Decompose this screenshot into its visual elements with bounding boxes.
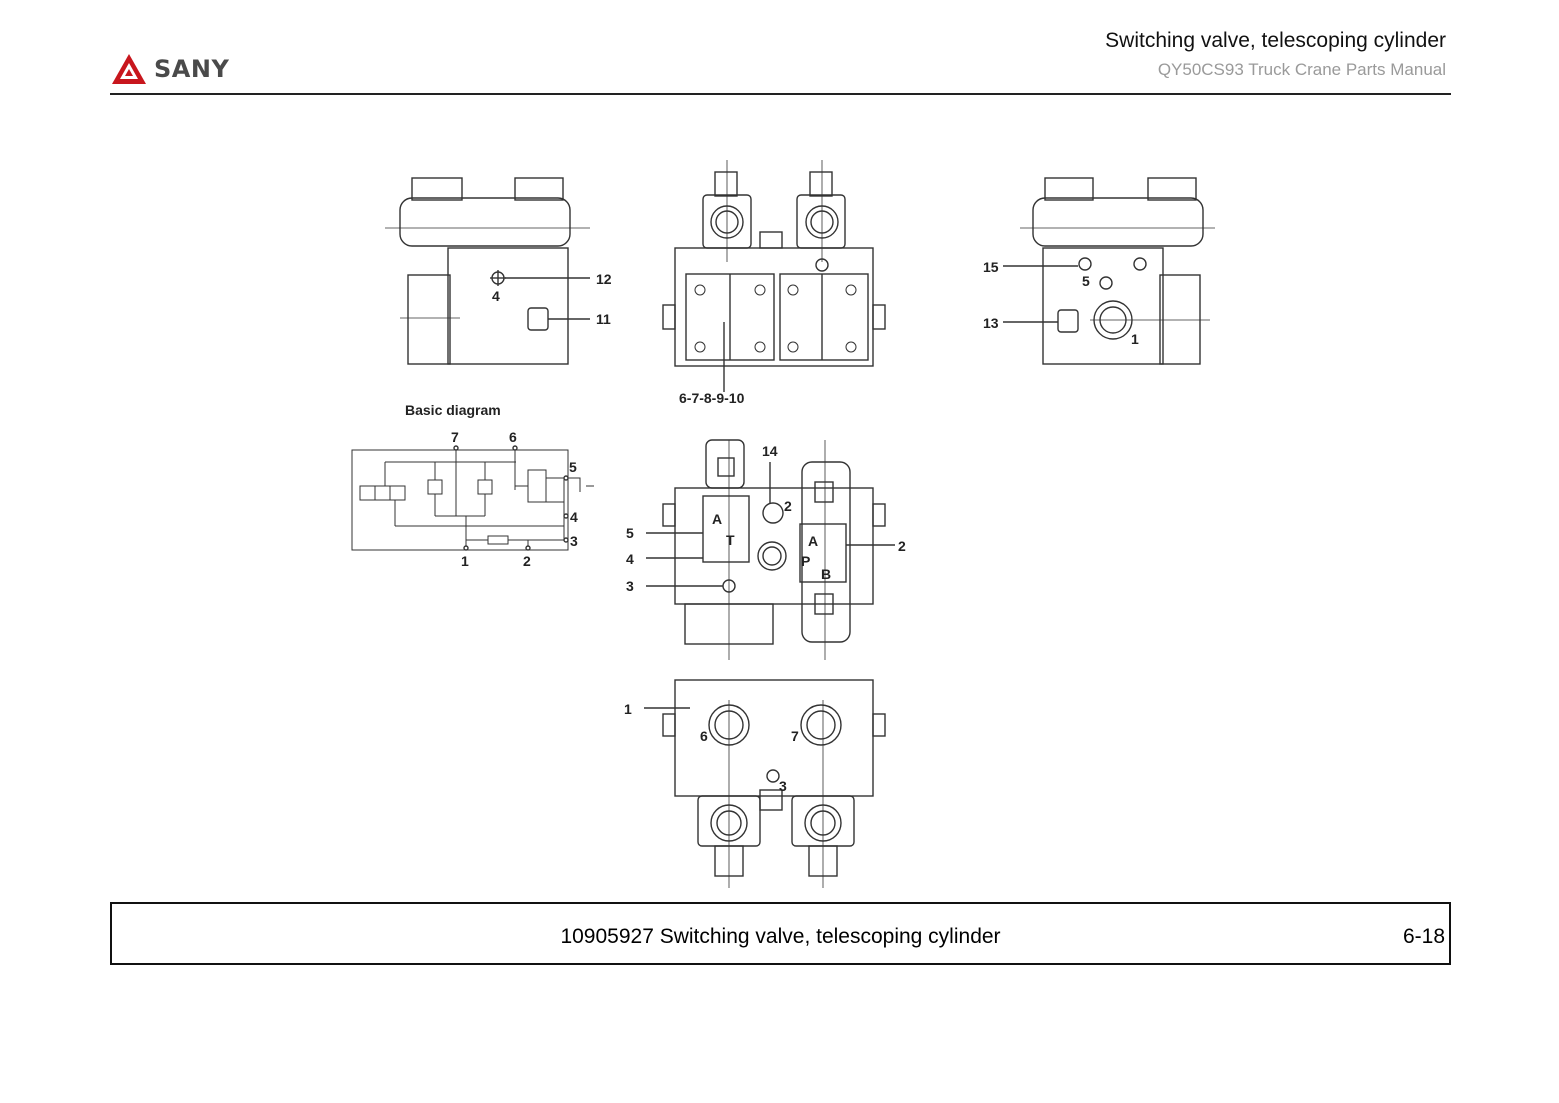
view-side-right: 15 5 13 1	[983, 177, 1215, 365]
port-label-p: P	[801, 553, 810, 569]
callout-3: 3	[626, 578, 634, 594]
callout-5: 5	[1082, 273, 1090, 289]
view-side-left: 12 4 11	[385, 177, 612, 365]
schematic-port-4: 4	[570, 509, 578, 525]
view-top: 6-7-8-9-10	[662, 160, 886, 406]
callout-4: 4	[492, 288, 500, 304]
callout-6: 6	[700, 728, 708, 744]
header-divider	[110, 93, 1451, 95]
callout-2-upper: 2	[784, 498, 792, 514]
brand-name: SANY	[154, 55, 230, 83]
basic-diagram-title: Basic diagram	[405, 402, 501, 418]
schematic-port-2: 2	[523, 553, 531, 569]
sany-logo-mark	[112, 54, 146, 84]
schematic-port-1: 1	[461, 553, 469, 569]
schematic-port-5: 5	[569, 459, 577, 475]
view-front: 14 2 5 4 3 2 A T A P B	[626, 439, 906, 660]
port-label-b: B	[821, 566, 831, 582]
callout-3: 3	[779, 778, 787, 794]
view-schematic: Basic diagram 7 6 5 4	[351, 402, 594, 569]
page-number: 6-18	[1402, 925, 1445, 948]
callout-13: 13	[983, 315, 999, 331]
callout-2-right: 2	[898, 538, 906, 554]
callout-1: 1	[624, 701, 632, 717]
callout-4: 4	[626, 551, 634, 567]
manual-subtitle: QY50CS93 Truck Crane Parts Manual	[1157, 60, 1446, 79]
sany-logo: SANY	[110, 52, 229, 86]
schematic-port-7: 7	[451, 429, 459, 445]
callout-7: 7	[791, 728, 799, 744]
page-title: Switching valve, telescoping cylinder	[1105, 29, 1446, 52]
callout-14: 14	[762, 443, 778, 459]
caption-box: 10905927 Switching valve, telescoping cy…	[110, 902, 1451, 965]
schematic-port-3: 3	[570, 533, 578, 549]
callout-12: 12	[596, 271, 612, 287]
port-label-a-right: A	[808, 533, 818, 549]
callout-11: 11	[596, 311, 611, 327]
callout-1: 1	[1131, 331, 1139, 347]
port-label-a-left: A	[712, 511, 722, 527]
port-label-t: T	[726, 532, 735, 548]
view-bottom: 1 6 7 3	[624, 679, 886, 888]
figure-caption: 10905927 Switching valve, telescoping cy…	[560, 925, 1001, 948]
callout-15: 15	[983, 259, 999, 275]
callout-6-7-8-9-10: 6-7-8-9-10	[679, 390, 745, 406]
schematic-port-6: 6	[509, 429, 517, 445]
callout-5: 5	[626, 525, 634, 541]
